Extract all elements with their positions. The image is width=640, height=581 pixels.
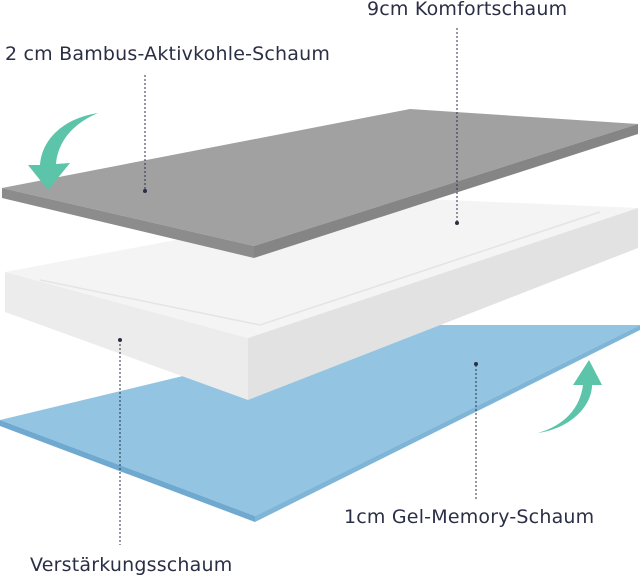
bamboo-charcoal-foam-layer [2,109,638,258]
leader-dots [118,189,478,366]
label-reinforcement-foam: Verstärkungsschaum [30,554,233,576]
label-comfort-foam: 9cm Komfortschaum [367,0,568,20]
label-bamboo-charcoal-foam: 2 cm Bambus-Aktivkohle-Schaum [5,43,331,65]
comfort-foam-layer [5,198,638,400]
curved-arrow-down-icon [28,113,98,190]
leader-lines [119,28,477,545]
gel-memory-foam-layer [0,325,640,522]
curved-arrow-up-icon [538,360,602,433]
label-gel-memory-foam: 1cm Gel-Memory-Schaum [344,506,595,528]
